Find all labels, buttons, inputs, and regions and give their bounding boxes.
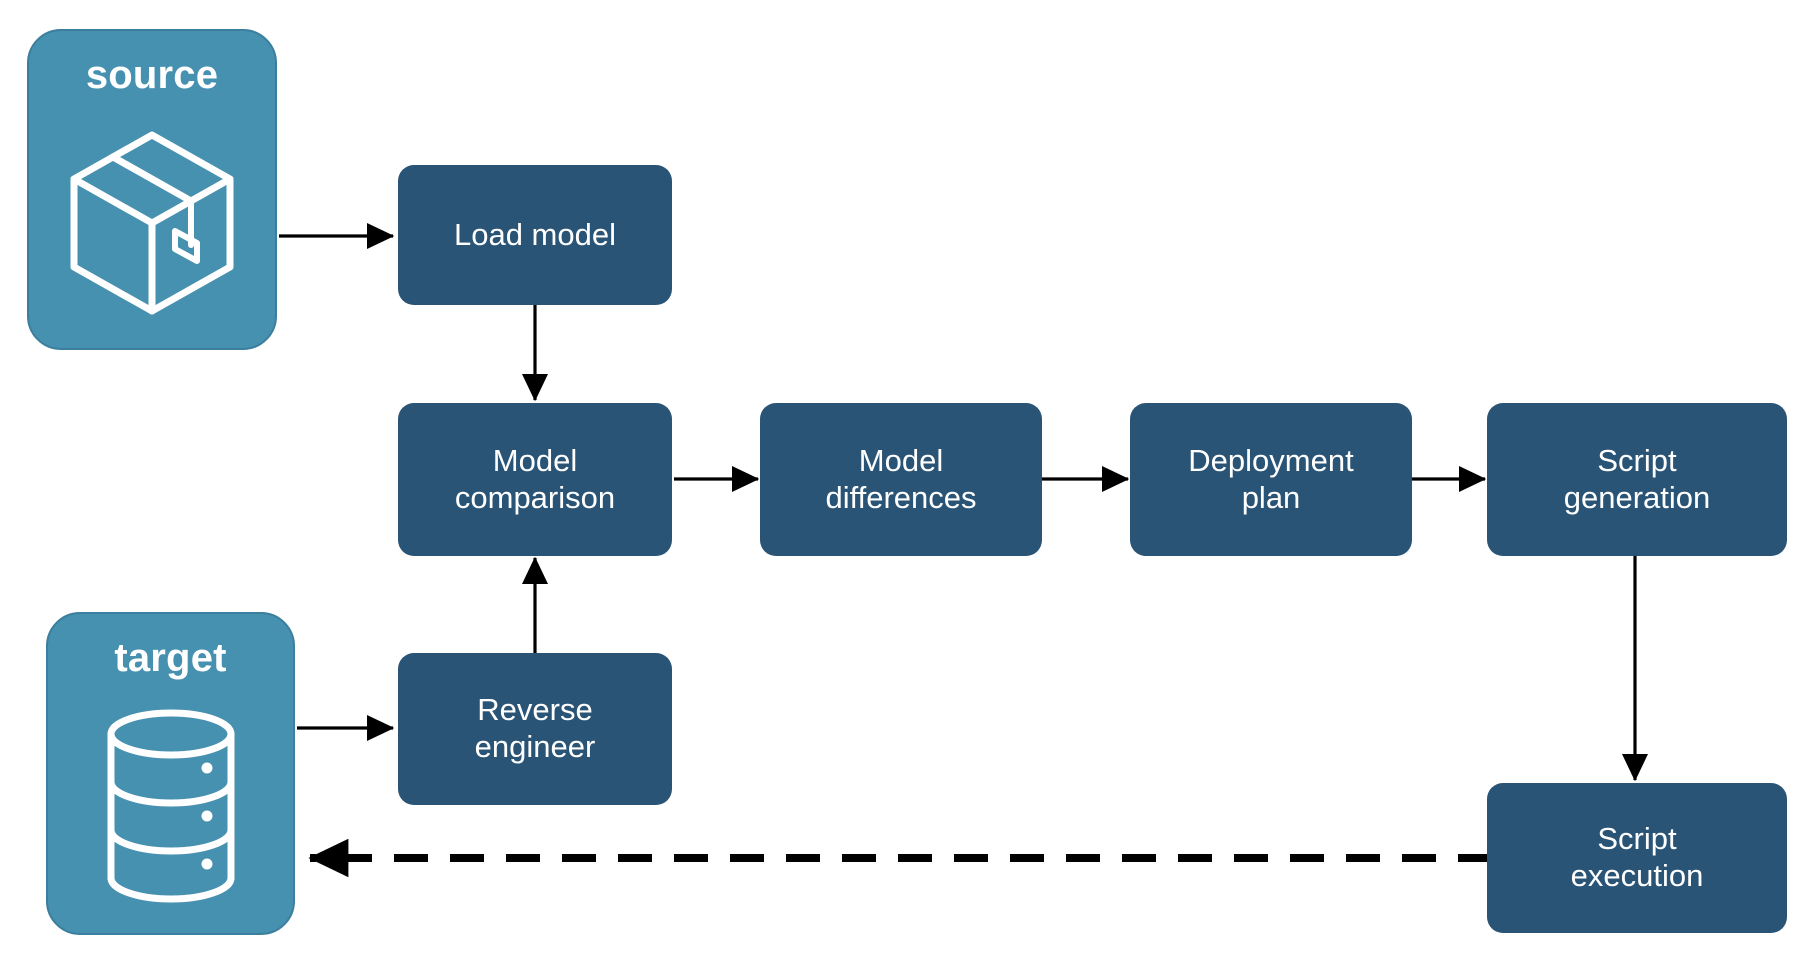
process-script-execution[interactable]: Script execution xyxy=(1487,783,1787,933)
process-model-comparison[interactable]: Model comparison xyxy=(398,403,672,556)
endpoint-source-label: source xyxy=(85,53,219,97)
process-model-comparison-label: Model comparison xyxy=(454,442,616,515)
process-reverse-engineer-label: Reverse engineer xyxy=(474,692,596,764)
process-script-generation[interactable]: Script generation xyxy=(1487,403,1787,556)
endpoint-target-label: target xyxy=(114,636,227,680)
process-script-execution-label: Script execution xyxy=(1570,821,1704,893)
process-load-model[interactable]: Load model xyxy=(398,165,672,305)
process-model-differences[interactable]: Model differences xyxy=(760,403,1042,556)
process-model-differences-label: Model differences xyxy=(825,442,977,515)
process-deployment-plan[interactable]: Deployment plan xyxy=(1130,403,1412,556)
process-reverse-engineer[interactable]: Reverse engineer xyxy=(398,653,672,805)
endpoint-target[interactable]: target xyxy=(46,612,295,935)
endpoint-source[interactable]: source xyxy=(27,29,277,350)
process-deployment-plan-label: Deployment plan xyxy=(1188,442,1354,515)
database-cylinder-icon xyxy=(48,678,293,933)
package-box-icon xyxy=(29,95,275,348)
process-load-model-label: Load model xyxy=(453,216,616,252)
process-script-generation-label: Script generation xyxy=(1563,442,1711,515)
